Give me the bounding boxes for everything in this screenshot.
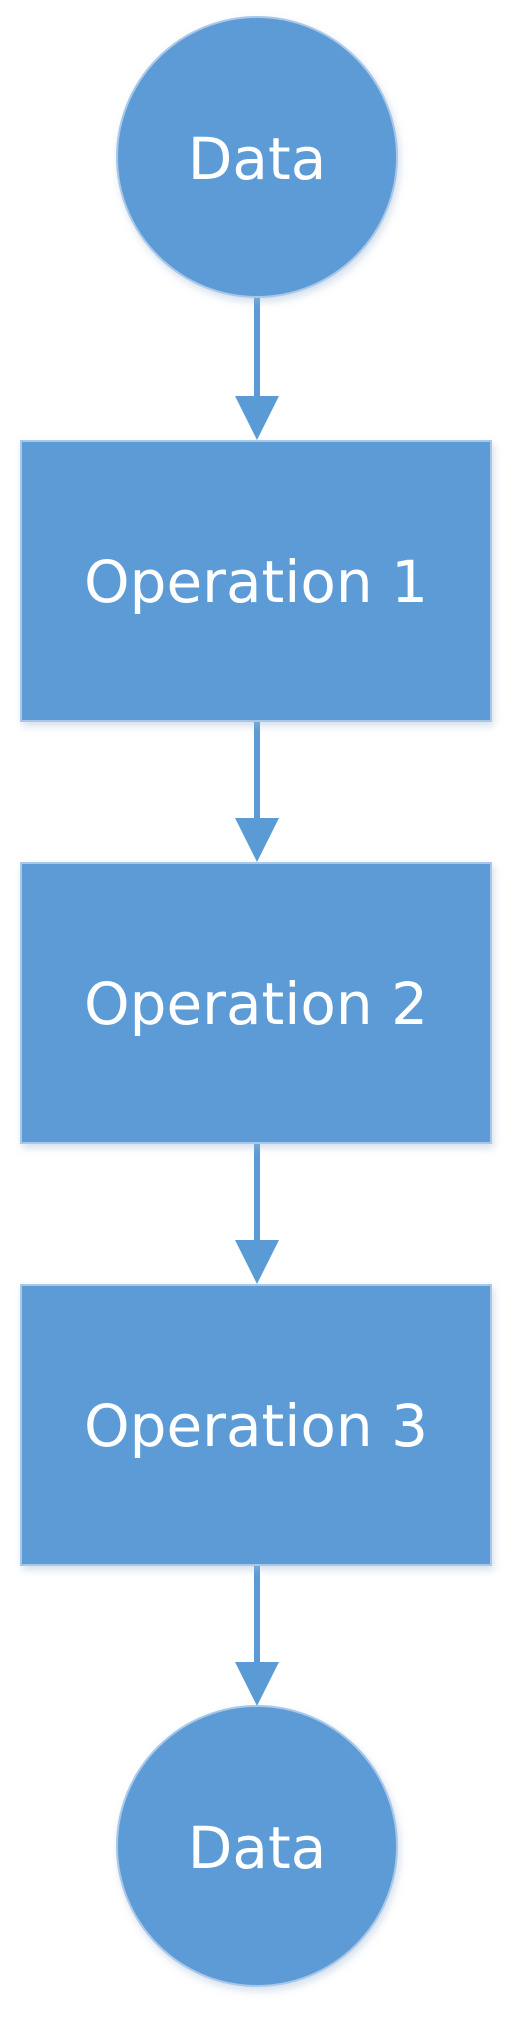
input-label: Data <box>188 125 327 193</box>
connector-op1-to-op2 <box>235 720 279 862</box>
input-circle <box>116 16 398 298</box>
connector-input-to-op1 <box>235 296 279 440</box>
operation-3-box <box>20 1284 492 1566</box>
node-output-data: Data <box>116 1705 398 1987</box>
operation-1-label: Operation 1 <box>84 548 428 616</box>
operation-2-label: Operation 2 <box>84 970 428 1038</box>
node-operation-2: Operation 2 <box>20 862 492 1144</box>
arrowhead <box>235 1240 279 1284</box>
node-input-data: Data <box>116 16 398 298</box>
output-label: Data <box>188 1814 327 1882</box>
arrowhead <box>235 1662 279 1706</box>
output-circle <box>116 1705 398 1987</box>
node-operation-1: Operation 1 <box>20 440 492 722</box>
operation-3-label: Operation 3 <box>84 1392 428 1460</box>
arrowhead <box>235 818 279 862</box>
operation-2-box <box>20 862 492 1144</box>
arrowhead <box>235 396 279 440</box>
operation-1-box <box>20 440 492 722</box>
connector-op3-to-output <box>235 1564 279 1706</box>
connector-op2-to-op3 <box>235 1142 279 1284</box>
node-operation-3: Operation 3 <box>20 1284 492 1566</box>
